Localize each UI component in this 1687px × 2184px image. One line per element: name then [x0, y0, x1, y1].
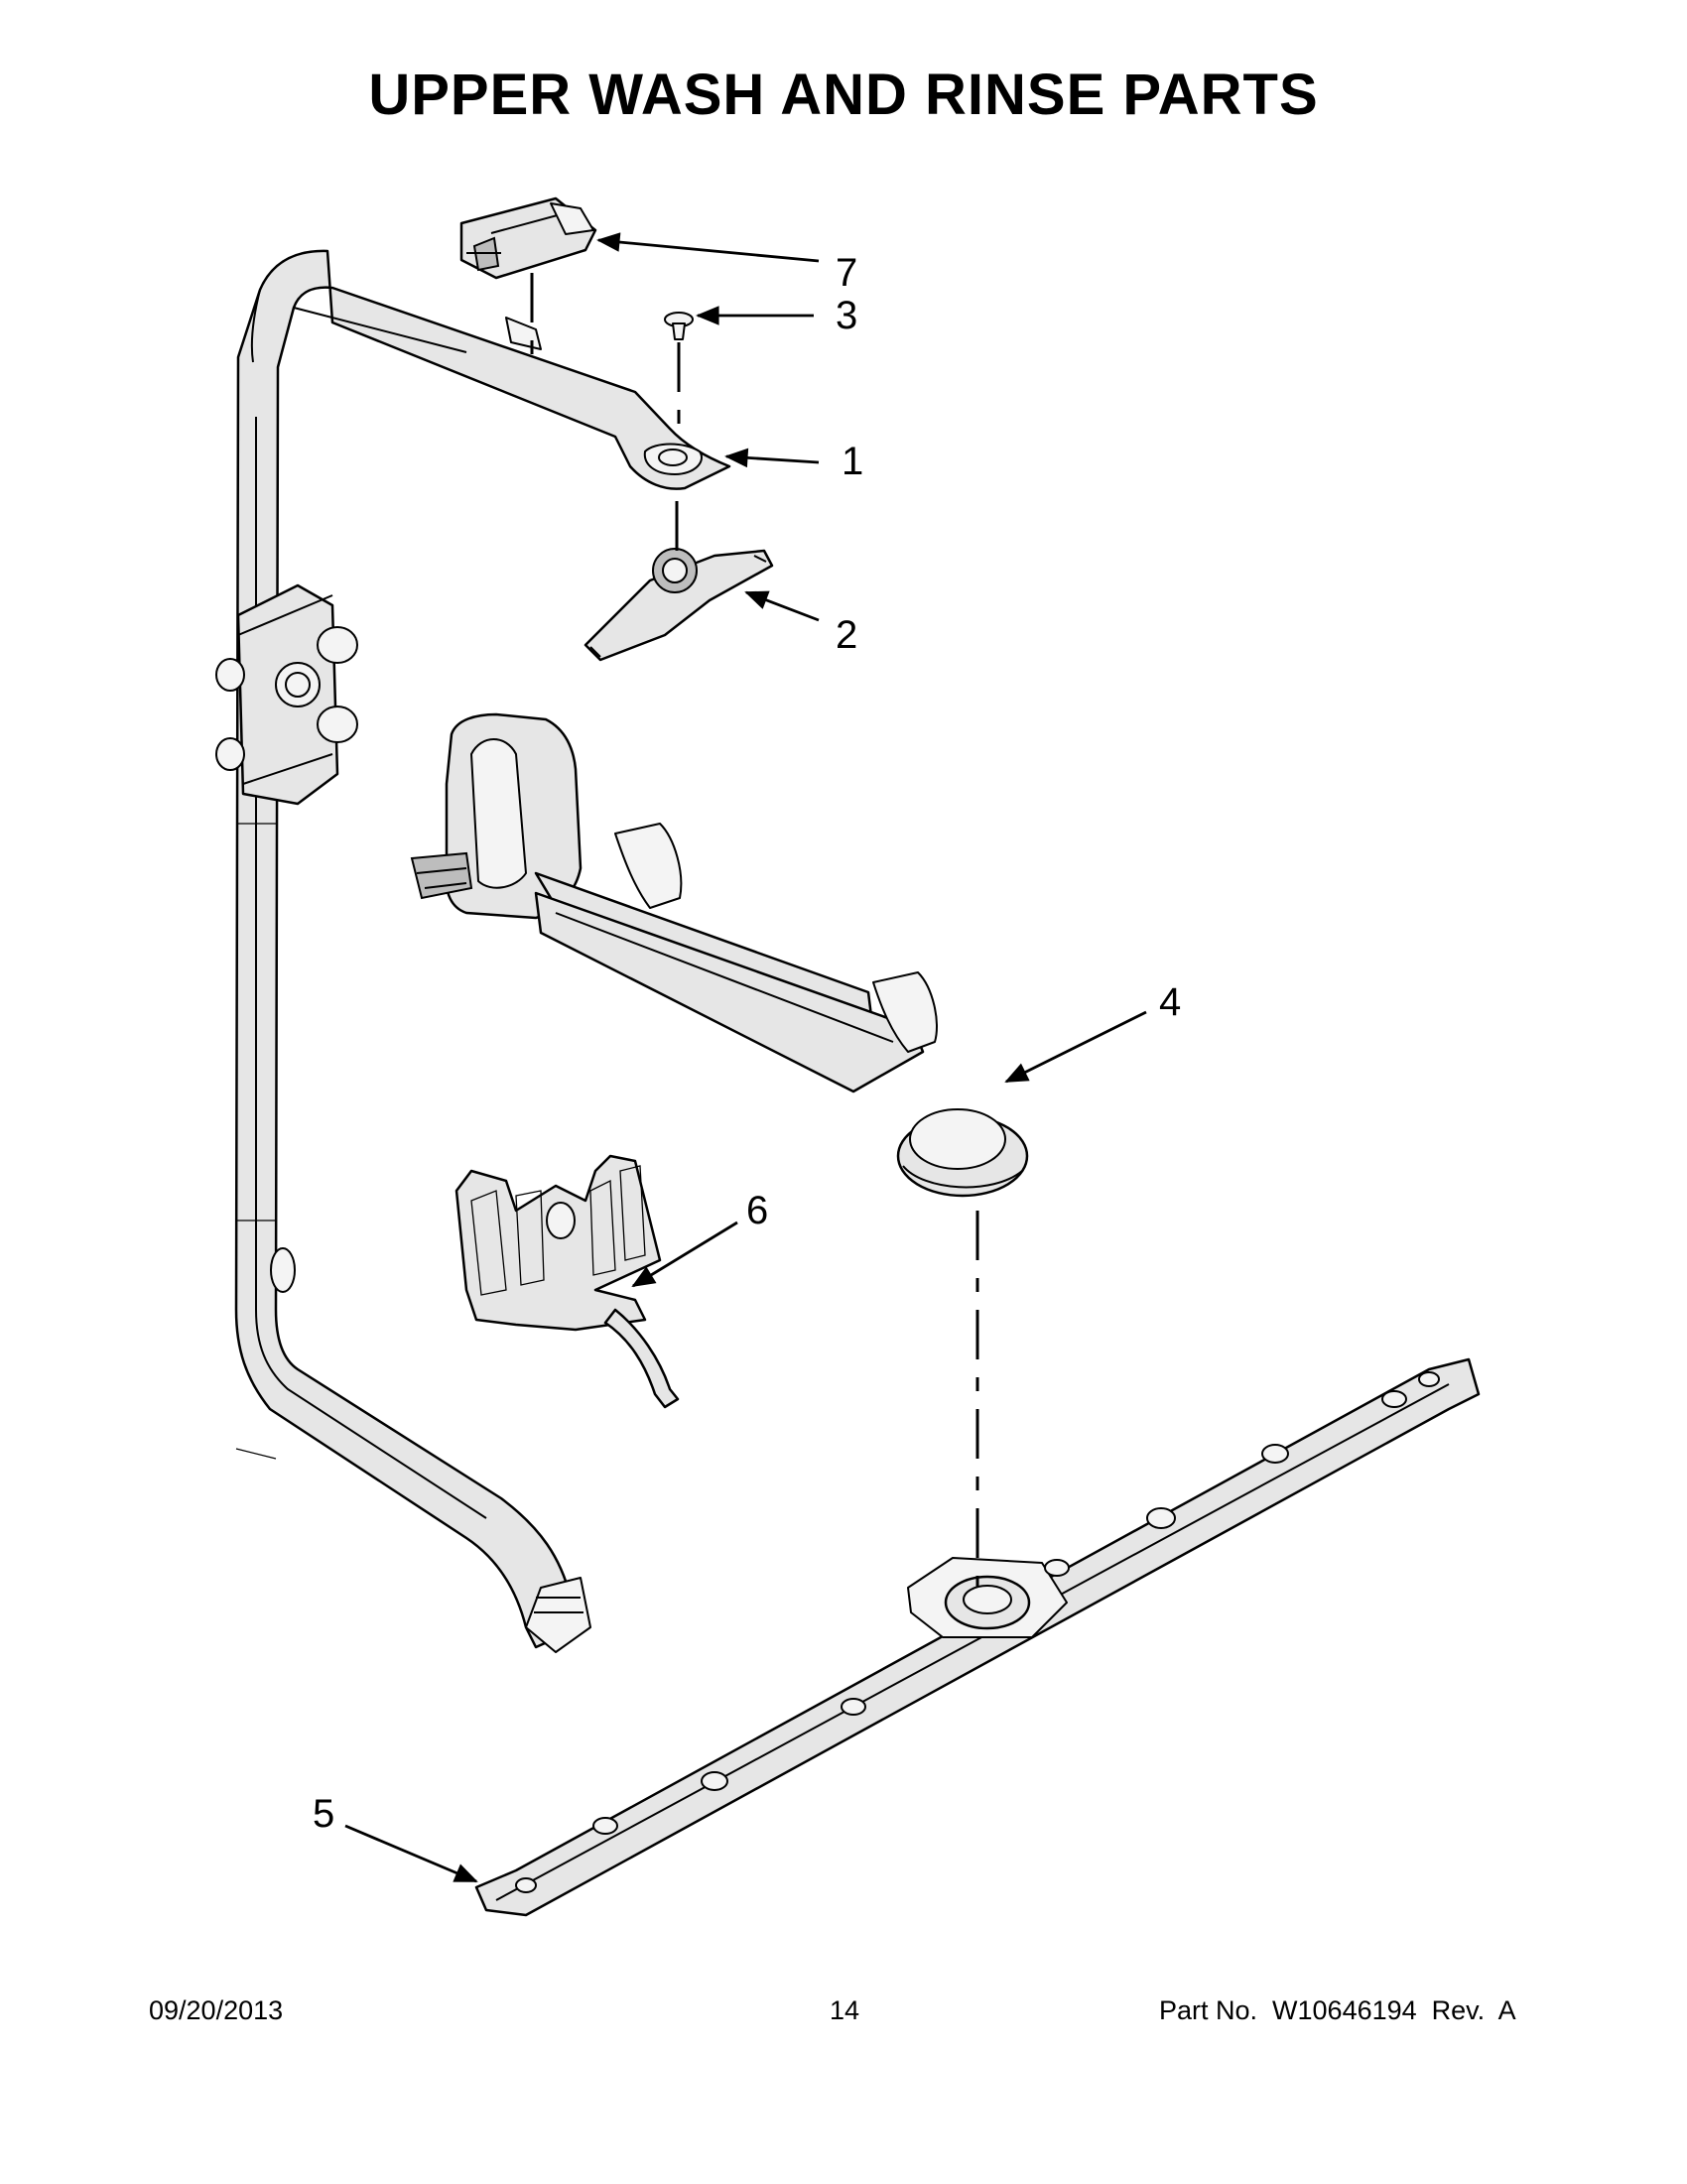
callout-2: 2: [836, 613, 858, 657]
footer-part-number: Part No. W10646194 Rev. A: [1159, 1995, 1516, 2025]
footer-page-number: 14: [830, 1995, 860, 2025]
part-5-spray-arm: [474, 1357, 1481, 1917]
leader-arrow-6: [631, 1220, 738, 1288]
callout-7: 7: [836, 251, 858, 295]
leader-arrow-2: [744, 590, 820, 622]
callout-5: 5: [313, 1792, 335, 1836]
leader-arrow-7: [596, 232, 820, 263]
part-3-screw: [664, 312, 694, 340]
callout-4: 4: [1159, 980, 1182, 1024]
leader-arrow-5: [344, 1824, 478, 1883]
callout-3: 3: [836, 294, 858, 337]
leader-arrow-4: [1004, 1010, 1147, 1084]
part-7-clip: [459, 196, 597, 280]
callout-1: 1: [842, 440, 864, 483]
callout-6: 6: [746, 1189, 769, 1232]
leader-arrow-1: [724, 448, 820, 468]
part-4-manifold: [410, 712, 1029, 1198]
part-2-mount: [584, 548, 774, 662]
footer-date: 09/20/2013: [149, 1995, 284, 2025]
supply-tube: [215, 249, 731, 1653]
part-6-spray-head: [454, 1154, 680, 1409]
page-title: UPPER WASH AND RINSE PARTS: [368, 63, 1319, 127]
